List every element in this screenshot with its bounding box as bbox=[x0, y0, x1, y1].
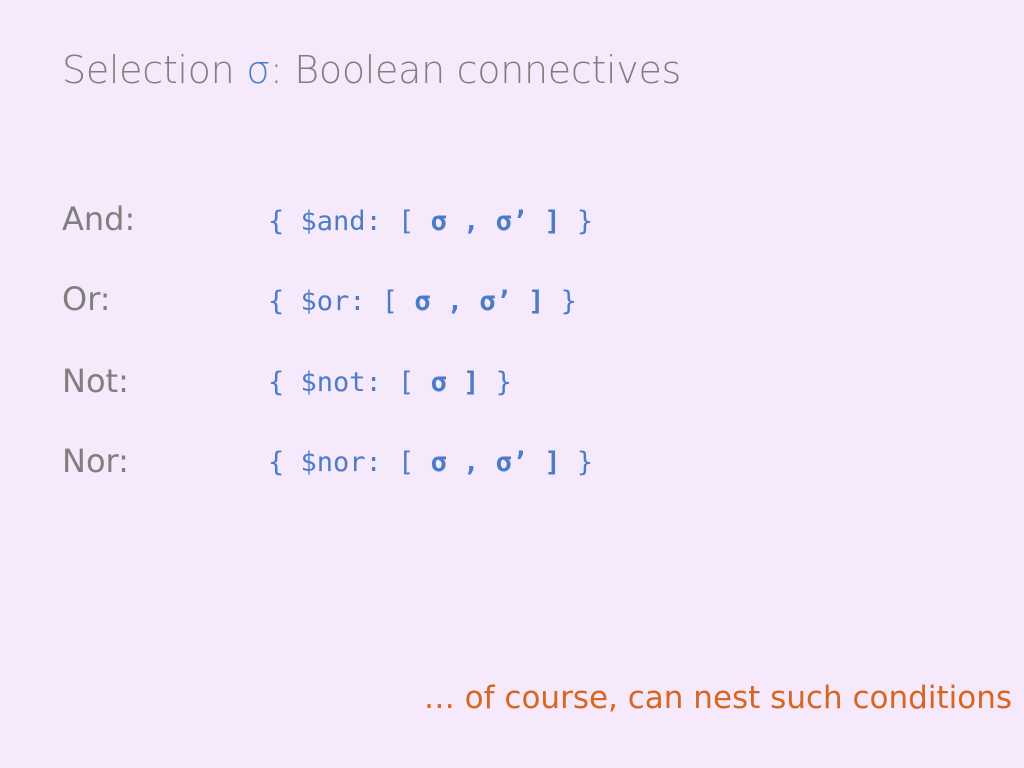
and-expression: { $and: [ σ , σ’ ] } bbox=[268, 206, 593, 237]
or-label: Or: bbox=[62, 280, 111, 318]
slide-title: Selection σ: Boolean connectives bbox=[62, 48, 681, 92]
not-open: { $not: [ bbox=[268, 367, 431, 398]
not-operands: σ ] bbox=[430, 367, 480, 398]
not-expression: { $not: [ σ ] } bbox=[268, 367, 512, 398]
nor-close: } bbox=[560, 447, 594, 478]
title-sigma-symbol: σ bbox=[246, 48, 270, 92]
nor-operands: σ , σ’ ] bbox=[430, 447, 561, 478]
and-open: { $and: [ bbox=[268, 206, 431, 237]
title-prefix: Selection bbox=[62, 48, 247, 92]
or-expression: { $or: [ σ , σ’ ] } bbox=[268, 286, 577, 317]
footnote-nesting: … of course, can nest such conditions bbox=[423, 680, 1012, 716]
and-label: And: bbox=[62, 200, 136, 238]
nor-label: Nor: bbox=[62, 442, 129, 480]
nor-open: { $nor: [ bbox=[268, 447, 431, 478]
nor-expression: { $nor: [ σ , σ’ ] } bbox=[268, 447, 593, 478]
not-close: } bbox=[479, 367, 512, 398]
or-operands: σ , σ’ ] bbox=[414, 286, 545, 317]
and-close: } bbox=[560, 206, 594, 237]
or-close: } bbox=[544, 286, 577, 317]
not-label: Not: bbox=[62, 362, 129, 400]
or-open: { $or: [ bbox=[268, 286, 415, 317]
and-operands: σ , σ’ ] bbox=[430, 206, 561, 237]
title-suffix: : Boolean connectives bbox=[270, 48, 682, 92]
